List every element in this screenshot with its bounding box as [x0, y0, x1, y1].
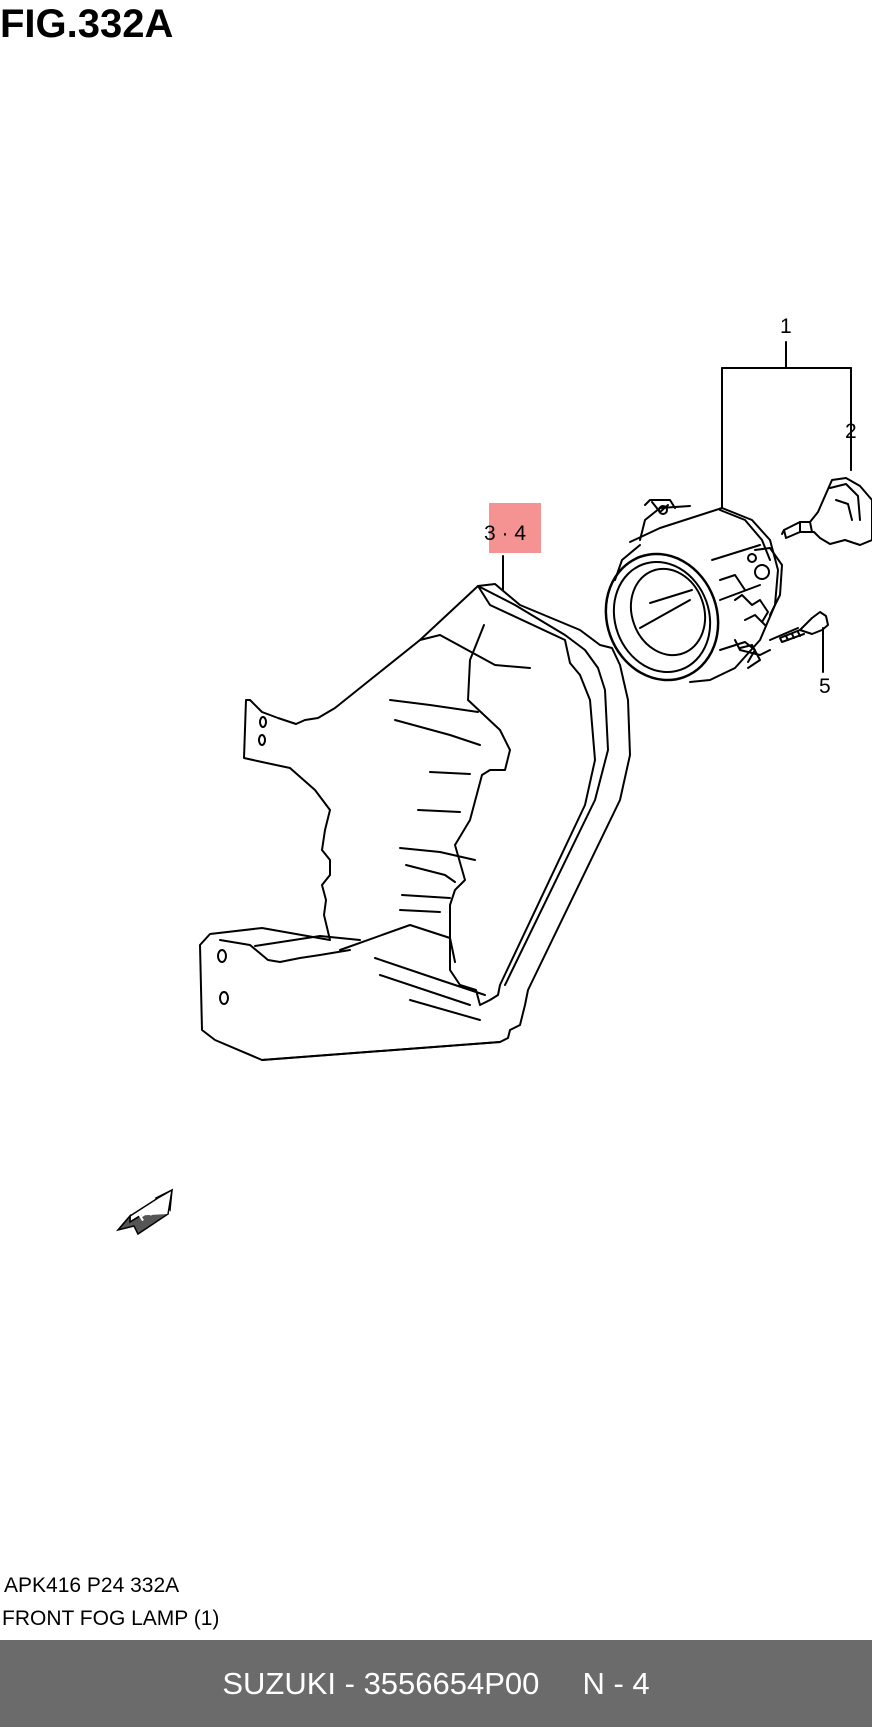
diagram-caption: FRONT FOG LAMP (1): [2, 1607, 220, 1630]
mounting-screw: [769, 611, 829, 643]
figure-title: FIG.332A: [0, 2, 174, 46]
callout-2: 2: [845, 420, 857, 443]
callout-1: 1: [780, 315, 792, 338]
callout-3-4: 3 · 4: [484, 522, 527, 545]
callout-5: 5: [819, 675, 831, 698]
callout-highlight: [489, 503, 541, 553]
fog-lamp-bulb: [781, 477, 872, 546]
fwd-arrow-icon: FWD: [116, 1188, 173, 1236]
footer-part-number: SUZUKI - 3556654P00 N - 4: [222, 1665, 650, 1701]
fog-lamp-bracket: [199, 583, 631, 1061]
footer-bar: SUZUKI - 3556654P00 N - 4: [0, 1640, 872, 1727]
fog-lamp-housing: [604, 499, 783, 683]
diagram-reference-code: APK416 P24 332A: [4, 1574, 180, 1597]
